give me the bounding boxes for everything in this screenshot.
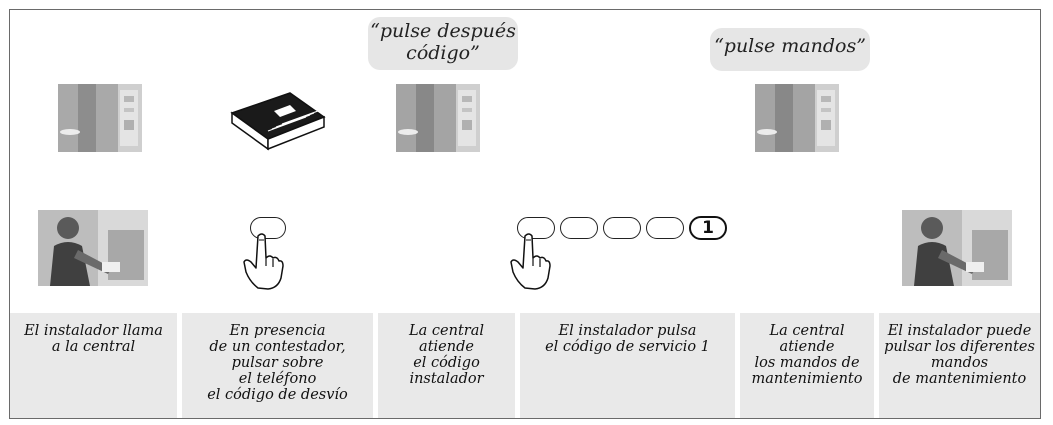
caption-text: La central atiende el código instalador xyxy=(409,323,484,387)
phone-key xyxy=(250,217,286,239)
central-unit-photo xyxy=(755,84,839,152)
caption-text: En presencia de un contestador, pulsar s… xyxy=(207,323,348,403)
step-captions: El instalador llama a la central En pres… xyxy=(10,313,1040,418)
caption-text: El instalador llama a la central xyxy=(24,323,163,355)
code-key xyxy=(603,217,641,239)
caption-text: El instalador puede pulsar los diferente… xyxy=(884,323,1035,387)
caption-text: La central atiende los mandos de manteni… xyxy=(751,323,863,387)
code-key xyxy=(646,217,684,239)
pressing-hand-icon xyxy=(510,233,551,290)
speech-bubble-line: “pulse mandos” xyxy=(714,35,866,57)
answering-machine-icon xyxy=(230,92,326,151)
installer-phone-photo xyxy=(38,210,148,286)
code-key xyxy=(517,217,555,239)
speech-bubble-line: “pulse después xyxy=(370,20,516,42)
pressing-hand-icon xyxy=(243,233,284,290)
central-unit-photo xyxy=(396,84,480,152)
step-caption-3: La central atiende el código instalador xyxy=(378,313,515,418)
step-caption-4: El instalador pulsa el código de servici… xyxy=(520,313,735,418)
caption-text: El instalador pulsa el código de servici… xyxy=(545,323,710,355)
speech-bubble-pulse-mandos: “pulse mandos” xyxy=(710,28,870,71)
step-caption-5: La central atiende los mandos de manteni… xyxy=(740,313,874,418)
speech-bubble-line: código” xyxy=(406,42,480,64)
step-caption-6: El instalador puede pulsar los diferente… xyxy=(879,313,1040,418)
diagram-frame xyxy=(9,9,1041,419)
installer-phone-photo xyxy=(902,210,1012,286)
central-unit-photo xyxy=(58,84,142,152)
service-code-key: 1 xyxy=(689,216,727,240)
step-caption-2: En presencia de un contestador, pulsar s… xyxy=(182,313,373,418)
speech-bubble-pulse-despues-codigo: “pulse después código” xyxy=(368,17,518,70)
code-key xyxy=(560,217,598,239)
step-caption-1: El instalador llama a la central xyxy=(10,313,177,418)
